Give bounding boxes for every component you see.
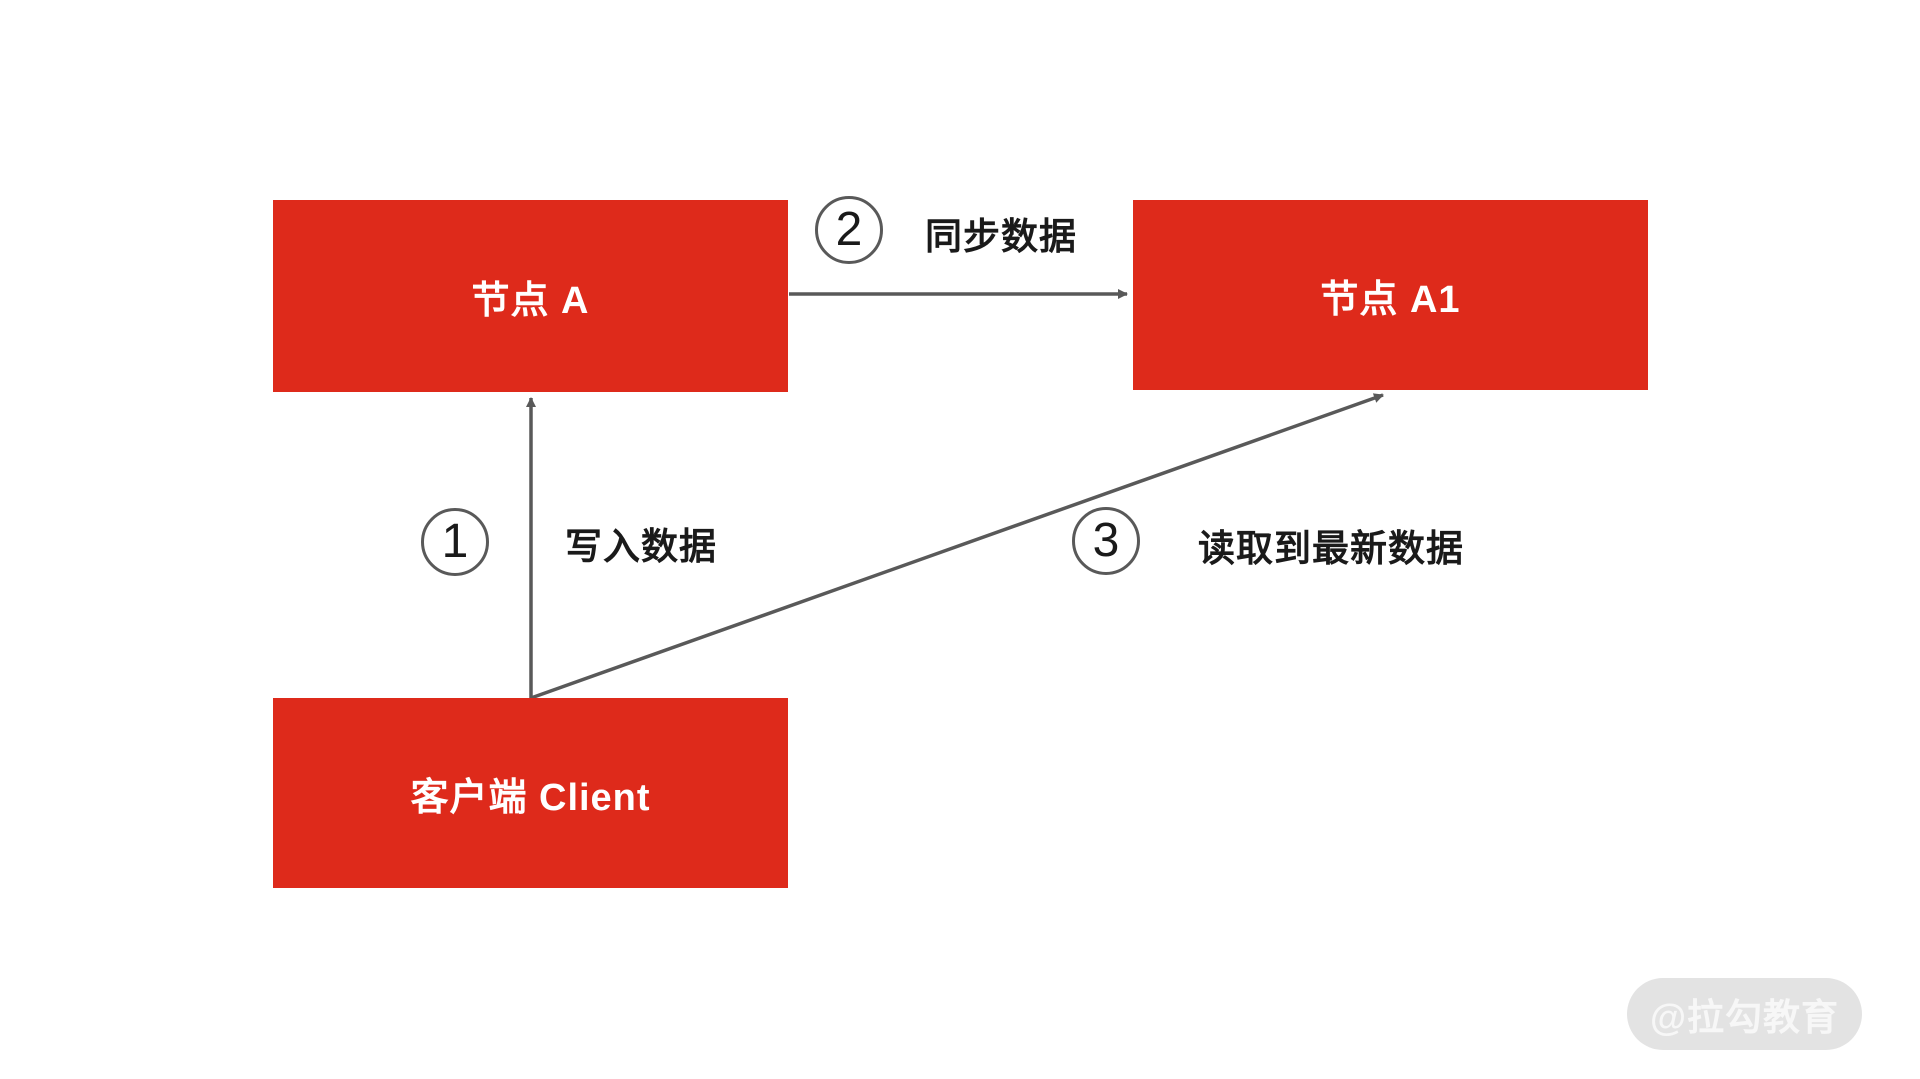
- watermark-text: @拉勾教育: [1649, 997, 1840, 1038]
- node-a1-label: 节点 A1: [1320, 278, 1461, 321]
- client-label: 客户端 Client: [410, 776, 651, 819]
- step-1-number: 1: [441, 515, 469, 568]
- watermark-badge: @拉勾教育: [1627, 978, 1862, 1050]
- step-2-label: 同步数据: [925, 216, 1077, 257]
- step-3-label: 读取到最新数据: [1198, 528, 1464, 569]
- step-2-circle: 2: [815, 196, 883, 264]
- step-1-circle: 1: [421, 508, 489, 576]
- client-box: 客户端 Client: [273, 698, 788, 888]
- node-a-label: 节点 A: [471, 279, 590, 322]
- step-1-label: 写入数据: [565, 526, 717, 567]
- step-3-number: 3: [1092, 514, 1120, 567]
- node-a1-box: 节点 A1: [1133, 200, 1648, 390]
- step-2-number: 2: [835, 203, 863, 256]
- node-a-box: 节点 A: [273, 200, 788, 392]
- step-3-circle: 3: [1072, 507, 1140, 575]
